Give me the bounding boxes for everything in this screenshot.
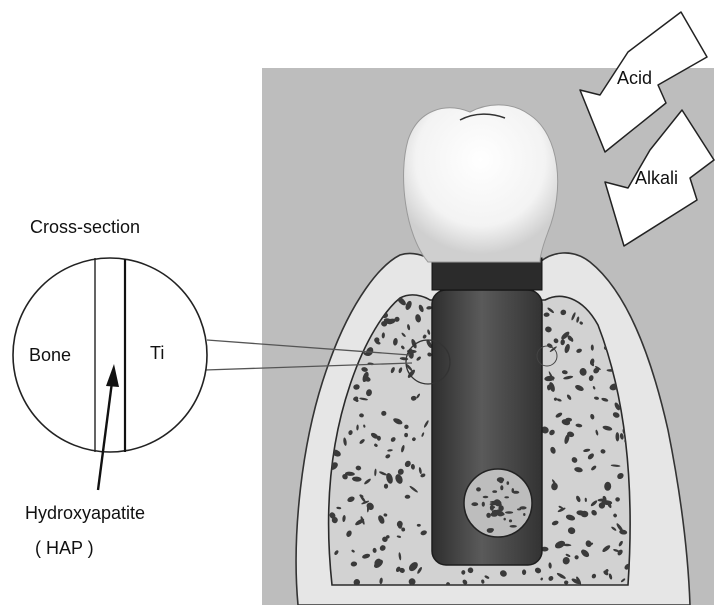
hole-speckle — [505, 511, 513, 514]
hole-speckle — [504, 518, 506, 521]
hole-speckle — [504, 496, 509, 498]
hole-speckle — [499, 479, 503, 484]
hap-label: ( HAP ) — [35, 538, 94, 558]
cross-section-label: Cross-section — [30, 217, 140, 237]
bone-speckle — [417, 524, 421, 527]
bone-speckle — [384, 484, 388, 489]
implant-collar — [432, 258, 542, 290]
hole-speckle — [487, 528, 494, 533]
bone-label: Bone — [29, 345, 71, 365]
hole-speckle — [500, 485, 503, 490]
hole-speckle — [510, 525, 517, 528]
hole-speckle — [476, 487, 481, 491]
hydroxyapatite-label: Hydroxyapatite — [25, 503, 145, 523]
hole-speckle — [509, 519, 512, 522]
bone-speckle — [381, 411, 386, 416]
hole-speckle — [513, 491, 520, 494]
hole-speckle — [471, 502, 478, 506]
alkali-label: Alkali — [635, 168, 678, 188]
hole-speckle — [482, 502, 485, 507]
hole-speckle — [492, 490, 497, 493]
crown — [404, 105, 558, 262]
hole-speckle — [496, 503, 502, 506]
ti-label: Ti — [150, 343, 164, 363]
hole-speckle — [523, 513, 525, 516]
hole-speckle — [497, 511, 503, 516]
hole-speckle — [517, 508, 521, 510]
acid-label: Acid — [617, 68, 652, 88]
hole-speckle — [490, 505, 494, 511]
hole-speckle — [507, 481, 510, 485]
hole-speckle — [491, 512, 498, 517]
hole-speckle — [483, 496, 489, 498]
hole-speckle — [486, 513, 491, 518]
